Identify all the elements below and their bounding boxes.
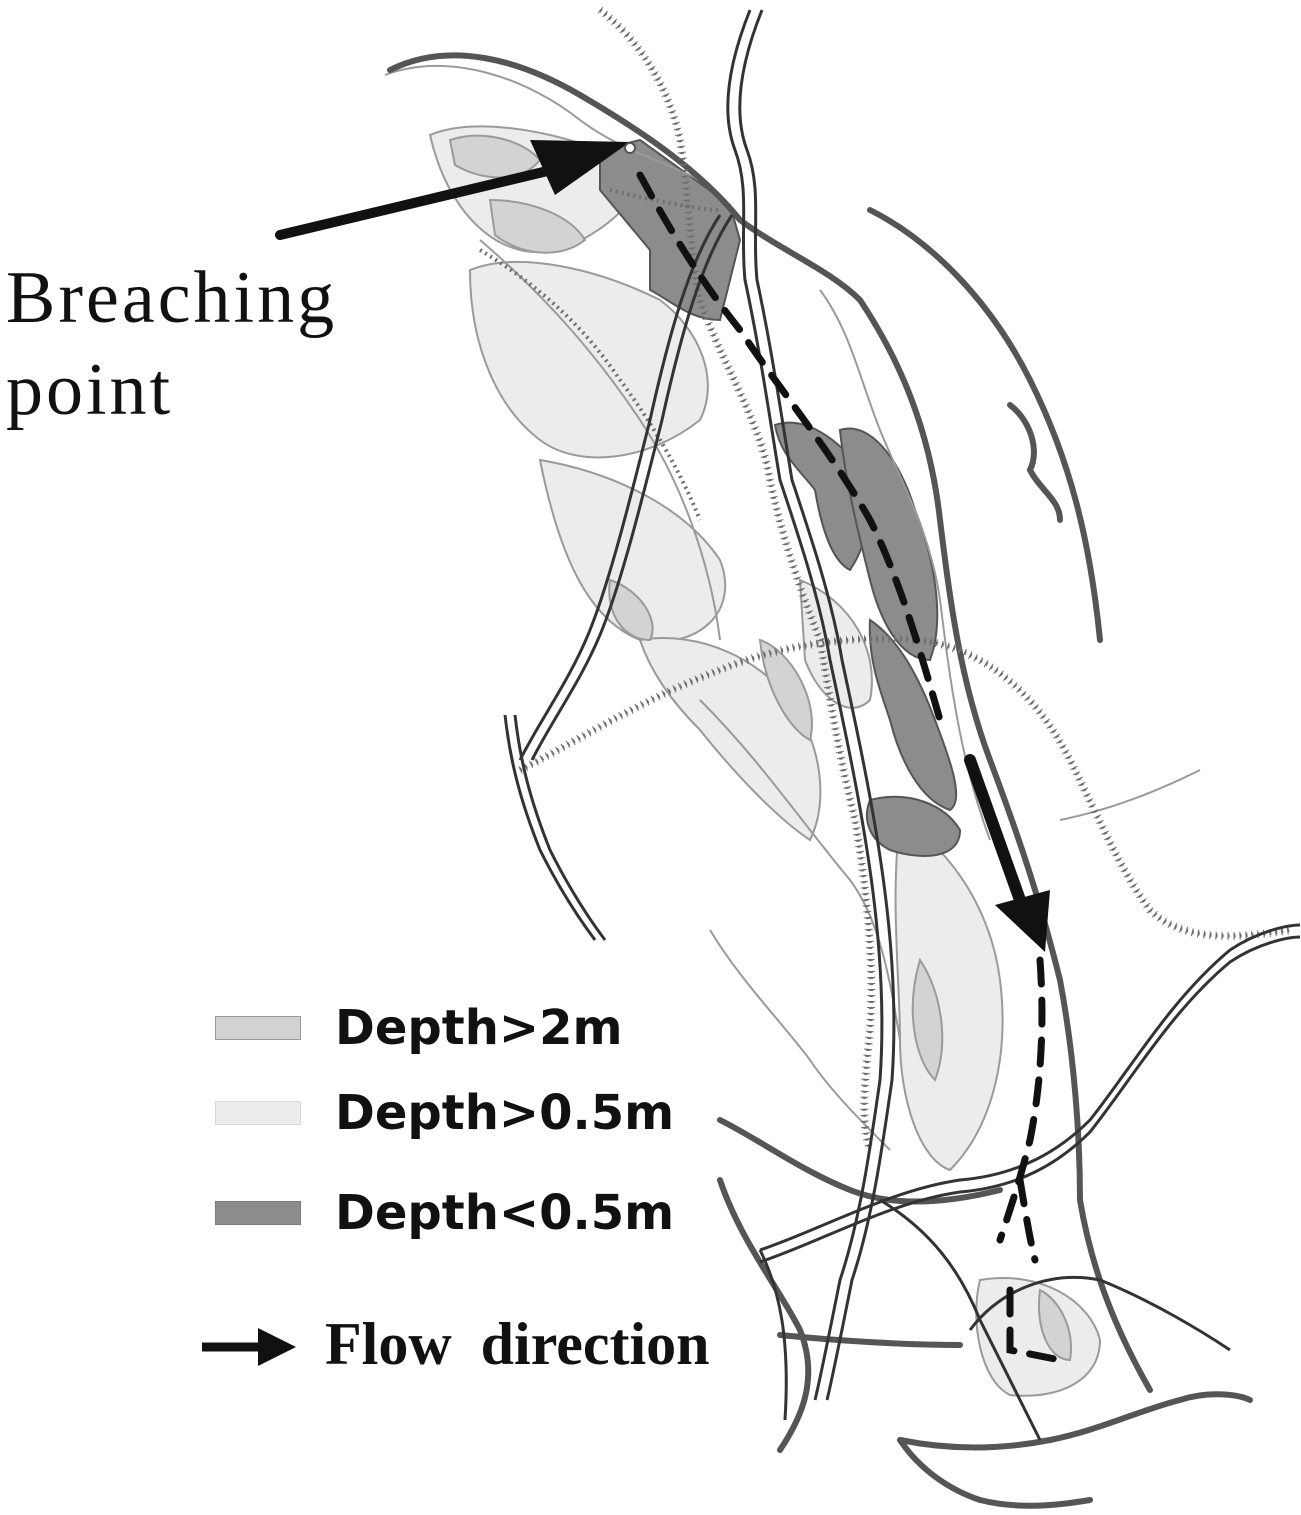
shallow-flood-areas <box>428 125 1102 1397</box>
legend-label-flow-direction: Flow direction <box>325 1311 710 1377</box>
legend-label-depth-gt-0-5m: Depth>0.5m <box>335 1085 675 1141</box>
contour-lines <box>384 64 1201 1151</box>
main-roads <box>503 9 1301 1441</box>
legend-swatch-depth-gt-0-5m <box>215 1101 301 1125</box>
breaching-point-line-1: Breaching <box>6 257 338 339</box>
breaching-point-line-2: point <box>6 349 174 431</box>
rivers <box>387 52 1253 1509</box>
flow-direction-arrow <box>964 754 1050 952</box>
legend-item-shallow: Depth<0.5m <box>215 1185 674 1241</box>
breaching-point-label: Breaching point <box>6 252 337 436</box>
legend-item-flow: Flow direction <box>325 1310 710 1379</box>
legend-swatch-depth-gt-2m <box>215 1016 301 1040</box>
legend-label-depth-gt-2m: Depth>2m <box>335 1000 623 1056</box>
railways <box>478 8 1291 1151</box>
legend-label-depth-lt-0-5m: Depth<0.5m <box>335 1185 675 1241</box>
legend-flow-arrow-icon <box>202 1328 296 1366</box>
flow-path <box>636 171 1064 1364</box>
breach-pointer-arrow <box>275 140 636 240</box>
legend-swatch-depth-lt-0-5m <box>215 1201 301 1225</box>
mid-depth-flood-areas <box>448 134 1072 1362</box>
legend-item-mid: Depth>0.5m <box>215 1085 674 1141</box>
legend-item-deep: Depth>2m <box>215 1000 623 1056</box>
